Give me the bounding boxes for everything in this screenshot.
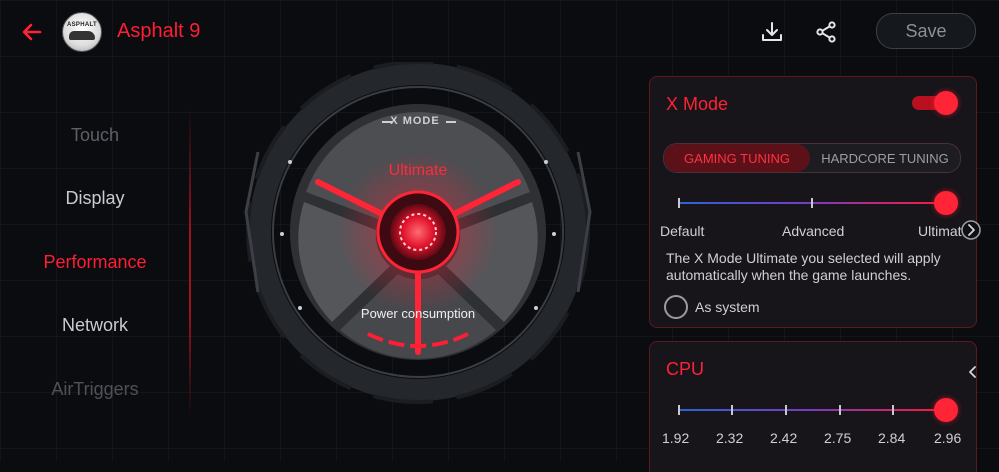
cpu-value-label: 2.84 [878, 430, 906, 446]
car-icon [69, 31, 95, 40]
dial-mode-label: Ultimate [388, 162, 448, 179]
dial-brand-label: X MODE [390, 115, 440, 127]
slider-tick [678, 198, 680, 208]
slider-tick [785, 405, 787, 415]
cpu-value-label: 2.32 [716, 430, 744, 446]
as-system-radio[interactable] [664, 295, 688, 319]
level-label-ultimate: Ultimate [918, 223, 966, 239]
menu-item-display[interactable]: Display [65, 188, 125, 208]
xmode-description: The X Mode Ultimate you selected will ap… [666, 250, 941, 283]
slider-tick [892, 405, 894, 415]
slider-tick [839, 405, 841, 415]
tab-hardcore-tuning[interactable]: HARDCORE TUNING [821, 150, 949, 166]
app-icon: ASPHALT [62, 12, 102, 52]
slider-tick [811, 198, 813, 208]
cpu-card-title: CPU [666, 359, 705, 379]
menu-item-performance[interactable]: Performance [43, 252, 147, 272]
xmode-toggle[interactable] [912, 91, 958, 115]
level-label-default: Default [660, 223, 705, 239]
back-arrow-icon[interactable] [20, 20, 44, 44]
menu-item-airtriggers[interactable]: AirTriggers [51, 379, 139, 399]
chevron-left-icon[interactable] [962, 361, 984, 383]
tab-gaming-tuning[interactable]: GAMING TUNING [664, 144, 810, 172]
share-icon[interactable] [814, 20, 838, 44]
level-label-advanced: Advanced [782, 223, 845, 239]
slider-tick [731, 405, 733, 415]
slider-rail [678, 409, 946, 411]
save-button[interactable]: Save [876, 13, 976, 49]
cpu-value-label: 2.42 [770, 430, 798, 446]
cpu-frequency-slider[interactable] [678, 398, 958, 422]
xmode-level-slider[interactable] [678, 191, 958, 215]
xmode-dial [244, 62, 592, 404]
dial-caption: Power consumption [360, 306, 476, 321]
slider-thumb[interactable] [934, 191, 958, 215]
menu-item-touch[interactable]: Touch [70, 125, 120, 145]
as-system-label: As system [695, 299, 760, 315]
cpu-card: CPU 1.92 2.32 2.42 2.75 2.84 2.96 [649, 341, 977, 472]
xmode-card-title: X Mode [666, 94, 729, 114]
app-icon-logo: ASPHALT [67, 22, 97, 28]
slider-thumb[interactable] [934, 398, 958, 422]
tuning-tabs: GAMING TUNING HARDCORE TUNING [663, 143, 961, 173]
xmode-card: X Mode GAMING TUNING HARDCORE TUNING Def… [649, 76, 977, 328]
expand-right-icon[interactable] [960, 219, 982, 241]
menu-item-network[interactable]: Network [61, 315, 128, 335]
menu-active-indicator [189, 108, 191, 418]
download-icon[interactable] [760, 20, 784, 44]
app-title: Asphalt 9 [117, 20, 201, 42]
toggle-knob [934, 91, 958, 115]
cpu-value-label: 2.75 [824, 430, 852, 446]
cpu-value-label: 1.92 [662, 430, 690, 446]
slider-tick [678, 405, 680, 415]
cpu-value-label: 2.96 [934, 430, 962, 446]
